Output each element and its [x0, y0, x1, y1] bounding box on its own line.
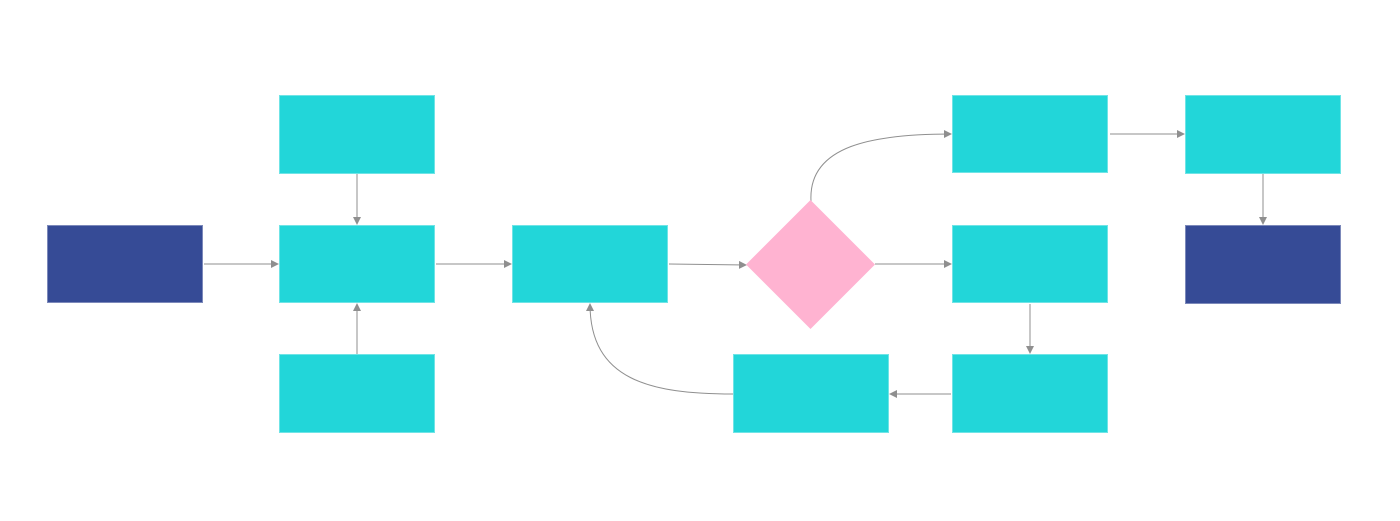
edge-process-to-decision — [668, 260, 747, 269]
edge-loop-back-to-process — [586, 303, 734, 395]
branch-top-process-node[interactable] — [952, 95, 1108, 173]
edge-decision-to-branch-top — [810, 130, 952, 202]
loop-back-process-node[interactable] — [733, 354, 889, 433]
input-bottom-process-node[interactable] — [279, 354, 435, 433]
decision-diamond-node[interactable] — [746, 200, 875, 329]
input-top-process-node[interactable] — [279, 95, 435, 174]
process-node[interactable] — [512, 225, 668, 303]
end-terminal-node[interactable] — [1185, 225, 1341, 304]
start-terminal-node[interactable] — [47, 225, 203, 303]
branch-top-next-process-node[interactable] — [1185, 95, 1341, 174]
branch-middle-process-node[interactable] — [952, 225, 1108, 303]
merge-process-node[interactable] — [279, 225, 435, 303]
branch-middle-next-process-node[interactable] — [952, 354, 1108, 433]
